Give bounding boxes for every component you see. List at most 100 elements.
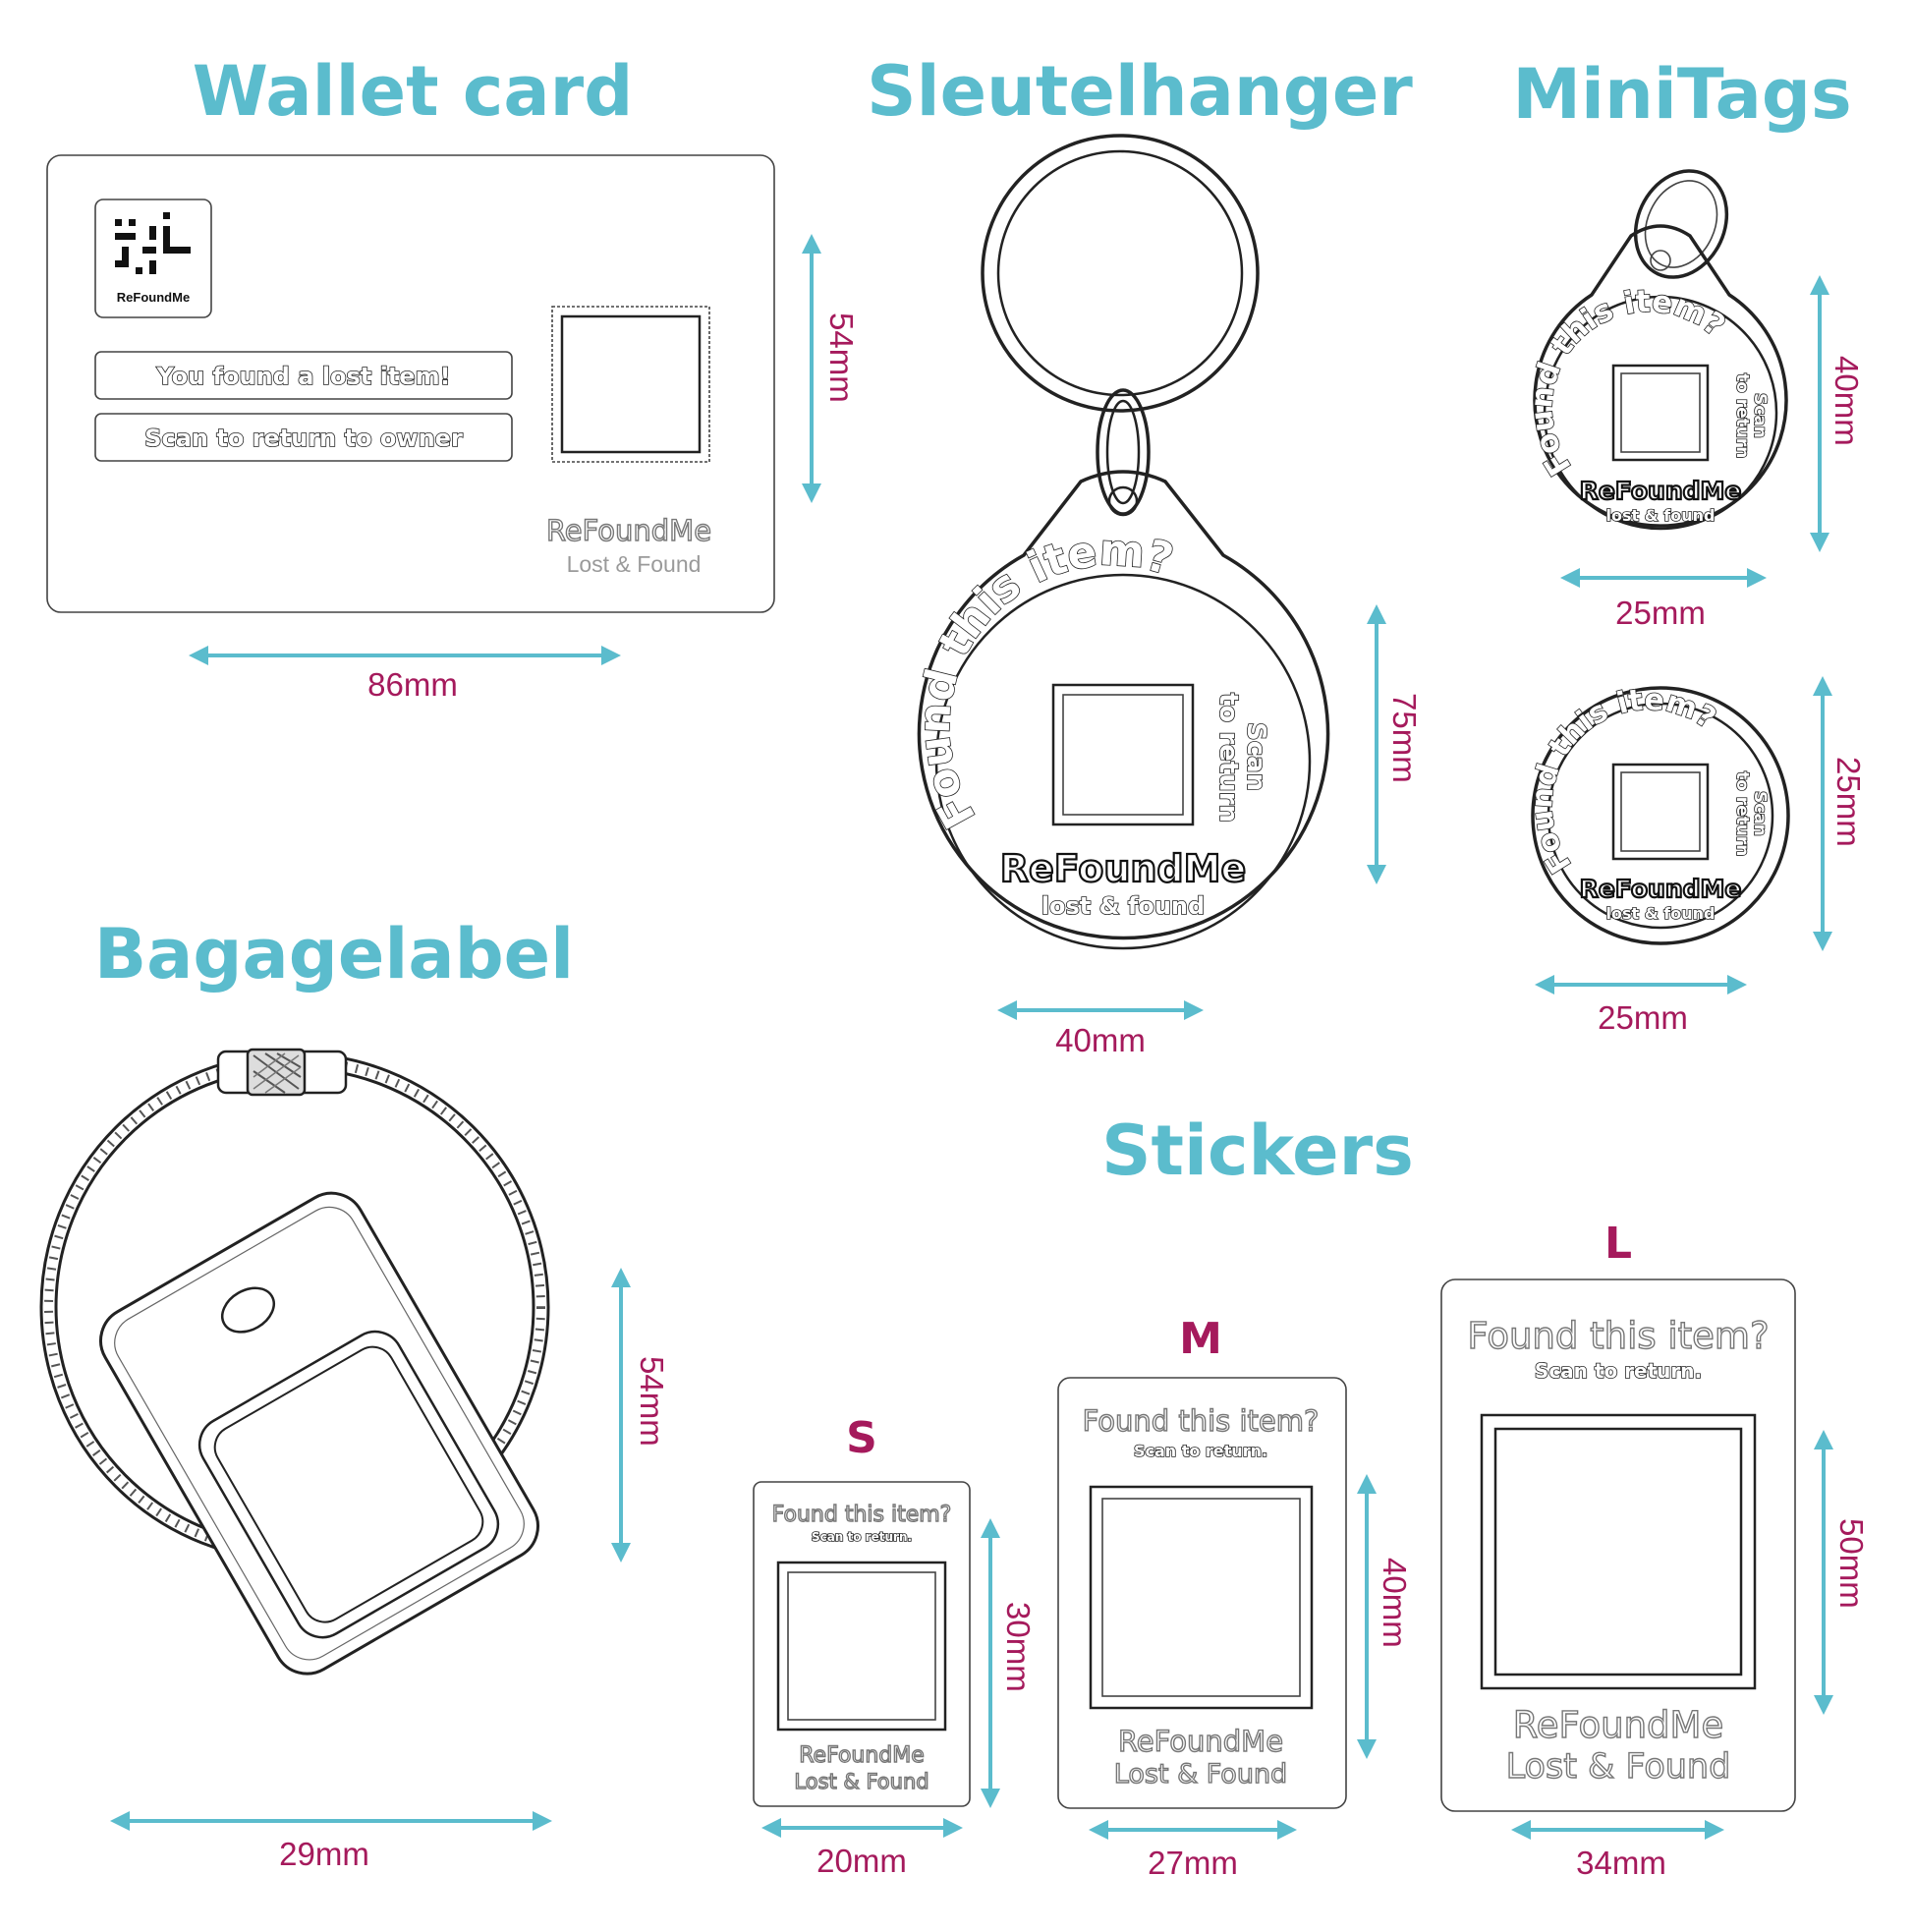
sticker-m-outline	[1057, 1377, 1347, 1809]
keychain-hole	[1107, 485, 1139, 517]
wallet-card-outline	[46, 154, 775, 613]
wallet-card-title: Wallet card	[193, 51, 634, 132]
sticker-m-sub: Scan to return.	[1134, 1442, 1267, 1460]
wallet-card-qr-area	[560, 314, 702, 454]
keychain-section: Sleutelhanger Found this item? Scan to r…	[867, 51, 1423, 1058]
sticker-l-qr-frame	[1480, 1413, 1757, 1690]
keychain-tag-body	[917, 470, 1330, 940]
sticker-m-qr-frame	[1089, 1485, 1314, 1710]
sticker-s-heading: Found this item?	[772, 1503, 952, 1527]
luggage-width-label: 29mm	[279, 1836, 369, 1872]
minitag-large-side-2: to return	[1732, 373, 1752, 458]
minitag-small-side-1: Scan	[1750, 791, 1770, 836]
wallet-card-logo-box	[94, 199, 212, 318]
minitag-large-body	[1533, 224, 1788, 528]
stickers-section: Stickers S Found this item? Scan to retu…	[753, 1110, 1870, 1881]
keychain-brand-sub: lost & found	[1041, 892, 1205, 920]
minitag-small-side-2: to return	[1732, 771, 1752, 856]
keychain-height-label: 75mm	[1386, 693, 1423, 783]
minitag-small-arc-text: Found this item?	[1525, 683, 1721, 880]
wallet-card-height-label: 54mm	[823, 313, 860, 403]
minitag-large-qr-frame	[1611, 364, 1710, 462]
minitags-section: MiniTags Found this item? Scan to return…	[1512, 54, 1867, 1036]
minitag-large-width-label: 25mm	[1615, 595, 1706, 631]
minitag-large-ring-inner	[1644, 180, 1718, 268]
wallet-card-brand-sub: Lost & Found	[567, 551, 702, 577]
minitag-large-side-1: Scan	[1750, 393, 1770, 438]
minitag-large-face	[1543, 295, 1778, 531]
sticker-m-width-label: 27mm	[1148, 1845, 1238, 1881]
luggage-screw-lock	[216, 1048, 348, 1097]
wallet-card-line2-box	[94, 413, 513, 462]
keychain-link	[1096, 388, 1151, 516]
minitag-small-qr-area	[1620, 771, 1701, 852]
minitag-large-height-label: 40mm	[1829, 356, 1865, 446]
sticker-l-brand: ReFoundMe	[1513, 1704, 1723, 1746]
minitag-large-brand-sub: lost & found	[1606, 506, 1716, 525]
sticker-m-brand-sub: Lost & Found	[1114, 1759, 1287, 1790]
minitag-large-brand: ReFoundMe	[1580, 477, 1742, 505]
sticker-l-outline	[1440, 1279, 1796, 1812]
sticker-s-sub: Scan to return.	[812, 1530, 912, 1544]
keychain-qr-area	[1062, 694, 1184, 816]
keychain-face-ring	[934, 573, 1312, 950]
keychain-qr-frame	[1051, 683, 1195, 826]
keychain-link-inner	[1105, 399, 1141, 505]
keychain-width-label: 40mm	[1055, 1022, 1146, 1058]
wallet-card-qr-frame	[551, 306, 710, 463]
minitag-small-face	[1547, 702, 1774, 930]
keychain-brand: ReFoundMe	[1000, 847, 1246, 890]
sticker-s-outline	[753, 1481, 971, 1807]
sticker-l-height-label: 50mm	[1833, 1518, 1870, 1609]
sticker-s: S Found this item? Scan to return. ReFou…	[753, 1413, 1037, 1879]
minitag-large-hole	[1650, 250, 1671, 271]
sticker-s-height-label: 30mm	[1000, 1602, 1037, 1692]
sticker-m-qr-area	[1101, 1498, 1301, 1697]
keychain-arc-text: Found this item?	[910, 525, 1179, 836]
wallet-card-width-label: 86mm	[367, 666, 458, 703]
minitag-large-ring	[1633, 169, 1729, 279]
keychain-title: Sleutelhanger	[867, 51, 1413, 132]
sticker-m-brand: ReFoundMe	[1118, 1725, 1283, 1758]
sticker-s-qr-frame	[776, 1561, 947, 1732]
sticker-m-height-label: 40mm	[1377, 1558, 1413, 1648]
sticker-l: L Found this item? Scan to return. ReFou…	[1440, 1219, 1870, 1881]
sticker-s-brand: ReFoundMe	[799, 1743, 925, 1768]
sticker-m: M Found this item? Scan to return. ReFou…	[1057, 1314, 1413, 1881]
keychain-ring-outer	[981, 134, 1260, 413]
keychain-ring-inner	[996, 149, 1244, 397]
sticker-s-width-label: 20mm	[816, 1843, 907, 1879]
wallet-card-line1-box	[94, 351, 513, 400]
sticker-l-size-label: L	[1604, 1219, 1632, 1269]
minitag-small-brand-sub: lost & found	[1606, 904, 1716, 923]
minitag-small-brand: ReFoundMe	[1580, 875, 1742, 903]
minitag-small-height-label: 25mm	[1830, 757, 1867, 847]
sticker-m-size-label: M	[1179, 1314, 1222, 1364]
luggage-tag	[99, 1191, 539, 1676]
sticker-s-size-label: S	[846, 1413, 877, 1463]
wallet-card-brand: ReFoundMe	[546, 514, 711, 547]
sticker-s-brand-sub: Lost & Found	[794, 1770, 928, 1793]
minitag-small-body	[1531, 686, 1790, 945]
sticker-l-brand-sub: Lost & Found	[1506, 1747, 1731, 1787]
sticker-m-heading: Found this item?	[1083, 1404, 1320, 1438]
minitags-title: MiniTags	[1512, 54, 1851, 135]
minitag-small-qr-frame	[1611, 763, 1710, 861]
sticker-l-heading: Found this item?	[1467, 1315, 1769, 1357]
luggage-label-title: Bagagelabel	[94, 914, 574, 994]
wallet-card-section: Wallet card ReFoundMe You found a lost i…	[46, 51, 860, 703]
qr-glyph-icon	[115, 212, 191, 274]
luggage-label-section: Bagagelabel 54mm 29mm	[39, 914, 670, 1872]
stickers-title: Stickers	[1101, 1110, 1414, 1191]
minitag-large-qr-area	[1620, 372, 1701, 453]
keychain-side-text-1: Scan	[1241, 722, 1270, 791]
sticker-l-sub: Scan to return.	[1535, 1359, 1702, 1383]
sticker-s-qr-area	[787, 1571, 936, 1721]
wallet-card-line1: You found a lost item!	[155, 363, 450, 390]
wallet-card-logo-text: ReFoundMe	[117, 290, 190, 305]
luggage-height-label: 54mm	[634, 1356, 670, 1447]
wallet-card-line2: Scan to return to owner	[144, 425, 463, 452]
sticker-l-width-label: 34mm	[1576, 1845, 1666, 1881]
sticker-l-qr-area	[1493, 1427, 1743, 1676]
